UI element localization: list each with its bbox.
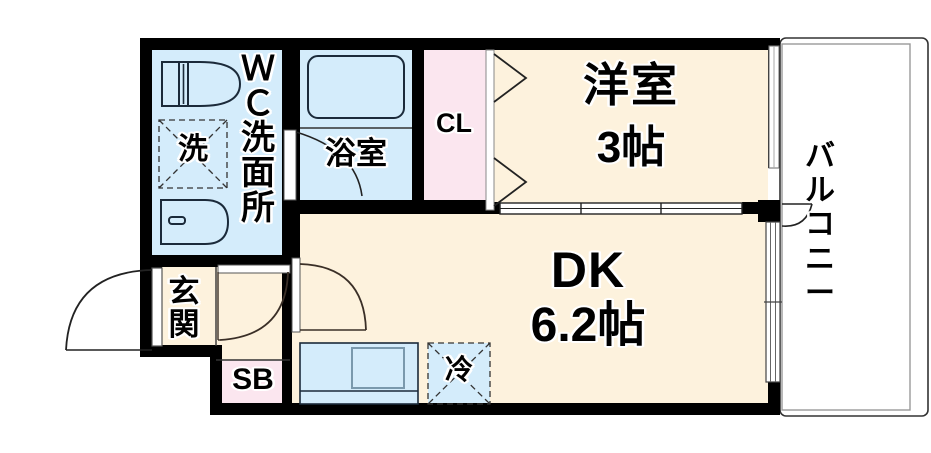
bath-fixtures bbox=[307, 55, 405, 119]
thin-partitions bbox=[215, 127, 412, 361]
wall-closet-bottom bbox=[412, 200, 492, 214]
floor-fills bbox=[152, 40, 925, 415]
wall-wc-bottom bbox=[140, 255, 292, 267]
wall-bottom bbox=[210, 403, 780, 415]
wall-top bbox=[140, 38, 780, 50]
balcony-floor bbox=[780, 40, 925, 415]
wc-fixtures bbox=[158, 61, 242, 245]
sink-faucet-icon bbox=[168, 216, 186, 225]
wall-entrance-head bbox=[152, 258, 162, 268]
wall-bath-bottom bbox=[282, 200, 424, 214]
kitchen-fixtures bbox=[299, 342, 491, 405]
wall-right-lower bbox=[768, 380, 780, 415]
wall-entrance-left bbox=[140, 265, 152, 357]
dk-balcony-door[interactable] bbox=[764, 203, 813, 383]
wall-bath-closet bbox=[412, 38, 424, 213]
toilet-icon bbox=[161, 61, 242, 107]
bathroom-door[interactable] bbox=[283, 129, 363, 201]
closet-folding-doors[interactable] bbox=[485, 49, 528, 211]
sink-icon bbox=[160, 199, 230, 245]
wall-entrance-bottom bbox=[140, 345, 222, 357]
doors bbox=[65, 45, 813, 383]
entrance-door[interactable] bbox=[65, 267, 163, 351]
western-room-window[interactable] bbox=[768, 45, 780, 169]
wall-hall-dk bbox=[282, 255, 292, 405]
dk-door[interactable] bbox=[291, 257, 367, 333]
wall-western-dk-right bbox=[742, 202, 780, 214]
entrance-floor bbox=[152, 265, 216, 357]
wall-step-vertical bbox=[210, 345, 222, 415]
refrigerator-space-icon bbox=[427, 342, 491, 405]
wc-washroom-floor bbox=[152, 50, 282, 265]
structural-walls bbox=[140, 38, 780, 415]
hall-door[interactable] bbox=[217, 264, 291, 341]
closet-floor bbox=[424, 50, 486, 210]
washing-machine-space-icon bbox=[158, 119, 228, 189]
kitchen-sink-basin-icon bbox=[351, 347, 405, 389]
shoe-box-floor bbox=[216, 360, 290, 405]
wall-left-upper bbox=[140, 38, 152, 265]
sliding-partition[interactable] bbox=[499, 202, 743, 215]
western-room-floor bbox=[486, 50, 768, 210]
bathtub-icon bbox=[307, 55, 405, 119]
